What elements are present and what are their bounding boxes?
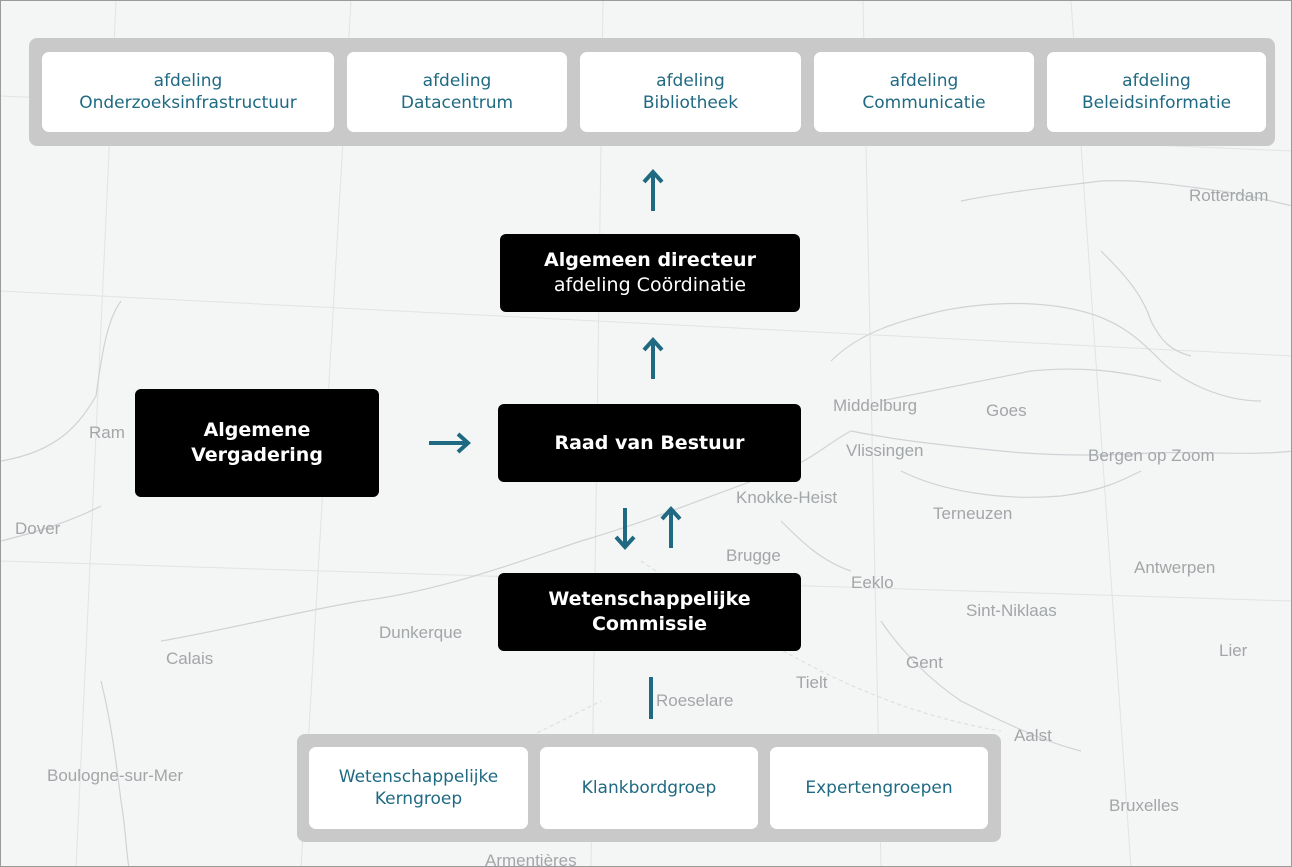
group-wetenschappelijke-kerngroep[interactable]: Wetenschappelijke Kerngroep — [309, 747, 528, 829]
department-label-line2: Bibliotheek — [642, 93, 739, 113]
map-place-label: Rotterdam — [1189, 186, 1269, 205]
group-label-line1: Wetenschappelijke — [338, 767, 499, 787]
assembly-line1: Algemene — [203, 419, 311, 441]
commission-line1: Wetenschappelijke — [548, 588, 751, 610]
map-place-label: Goes — [986, 401, 1027, 420]
department-label-line2: Communicatie — [862, 93, 986, 113]
map-place-label: Terneuzen — [933, 504, 1013, 523]
department-bibliotheek[interactable]: afdeling Bibliotheek — [580, 52, 801, 132]
map-place-label: Antwerpen — [1134, 558, 1216, 577]
map-place-label: Vlissingen — [846, 441, 924, 460]
map-place-label: Tielt — [796, 673, 828, 692]
map-place-label: Dunkerque — [379, 623, 463, 642]
map-place-label: Armentières — [485, 851, 577, 867]
commission-line2: Commissie — [591, 613, 708, 635]
map-place-label: Gent — [906, 653, 943, 672]
map-place-label: Sint-Niklaas — [966, 601, 1057, 620]
arrow-up-icon — [642, 169, 664, 211]
department-onderzoeksinfrastructuur[interactable]: afdeling Onderzoeksinfrastructuur — [42, 52, 334, 132]
arrow-up-icon — [642, 337, 664, 379]
department-datacentrum[interactable]: afdeling Datacentrum — [347, 52, 567, 132]
group-klankbordgroep[interactable]: Klankbordgroep — [540, 747, 758, 829]
group-label-line1: Klankbordgroep — [581, 778, 717, 798]
scientific-commission-box[interactable]: Wetenschappelijke Commissie — [498, 573, 801, 651]
map-place-label: Knokke-Heist — [736, 488, 838, 507]
director-title: Algemeen directeur — [544, 249, 756, 271]
director-box[interactable]: Algemeen directeur afdeling Coördinatie — [500, 234, 800, 312]
map-place-label: Ram — [89, 423, 125, 442]
group-expertengroepen[interactable]: Expertengroepen — [770, 747, 988, 829]
department-beleidsinformatie[interactable]: afdeling Beleidsinformatie — [1047, 52, 1266, 132]
department-label-line2: Onderzoeksinfrastructuur — [79, 93, 297, 113]
map-place-label: Eeklo — [851, 573, 894, 592]
map-place-label: Aalst — [1014, 726, 1052, 745]
department-label-line1: afdeling — [422, 71, 492, 91]
map-place-label: Boulogne-sur-Mer — [47, 766, 184, 785]
director-subtitle: afdeling Coördinatie — [553, 274, 747, 296]
general-assembly-box[interactable]: Algemene Vergadering — [135, 389, 379, 497]
assembly-line2: Vergadering — [191, 444, 323, 466]
map-place-label: Middelburg — [833, 396, 918, 415]
arrow-right-icon — [429, 432, 471, 454]
department-label-line1: afdeling — [153, 71, 223, 91]
map-place-label: Calais — [166, 649, 214, 668]
department-label-line1: afdeling — [1122, 71, 1191, 91]
connector-line — [649, 677, 653, 719]
department-label-line1: afdeling — [889, 71, 959, 91]
map-place-label: Brugge — [726, 546, 781, 565]
arrow-down-icon — [614, 508, 636, 550]
department-communicatie[interactable]: afdeling Communicatie — [814, 52, 1034, 132]
board-of-directors-box[interactable]: Raad van Bestuur — [498, 404, 801, 482]
map-place-label: Lier — [1219, 641, 1248, 660]
board-title: Raad van Bestuur — [554, 431, 745, 454]
map-place-label: Dover — [15, 519, 61, 538]
map-place-label: Bergen op Zoom — [1088, 446, 1215, 465]
group-label-line2: Kerngroep — [374, 789, 463, 809]
map-place-label: Bruxelles — [1109, 796, 1179, 815]
map-place-label: Roeselare — [656, 691, 734, 710]
department-label-line2: Beleidsinformatie — [1081, 93, 1232, 113]
department-label-line1: afdeling — [656, 71, 725, 91]
department-label-line2: Datacentrum — [400, 93, 514, 113]
group-label-line1: Expertengroepen — [805, 778, 953, 798]
arrow-up-icon — [660, 506, 682, 548]
